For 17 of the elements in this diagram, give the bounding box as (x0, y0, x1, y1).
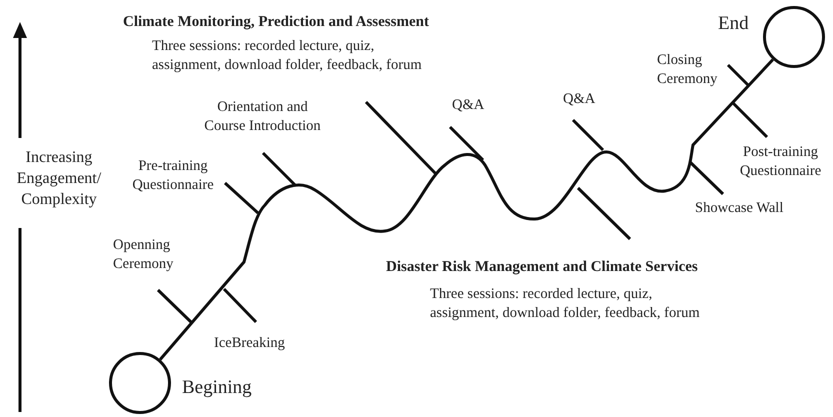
section-heading: Climate Monitoring, Prediction and Assessment (123, 13, 429, 32)
activity-label: IceBreaking (214, 334, 285, 353)
activity-label: Closing Ceremony (657, 51, 718, 89)
activity-label: Q&A (452, 96, 484, 115)
milestone-label: End (718, 14, 749, 35)
activity-label: Orientation and Course Introduction (203, 98, 322, 136)
activity-label: Increasing Engagement/ Complexity (16, 148, 102, 210)
activity-label: Showcase Wall (695, 199, 784, 218)
activity-label: Three sessions: recorded lecture, quiz, assignment, download folder, feedback, forum (152, 37, 423, 75)
wavy-path (159, 58, 774, 360)
activity-label: Q&A (563, 90, 596, 109)
activity-label: Pre-training Questionnaire (131, 157, 215, 195)
activity-label: Three sessions: recorded lecture, quiz, assignment, download folder, feedback, forum (430, 285, 701, 323)
section-heading: Disaster Risk Management and Climate Services (386, 258, 698, 277)
activity-label: Post-training Questionnaire (738, 143, 822, 181)
milestone-label: Begining (182, 378, 252, 399)
activity-label: Openning Ceremony (113, 236, 174, 274)
